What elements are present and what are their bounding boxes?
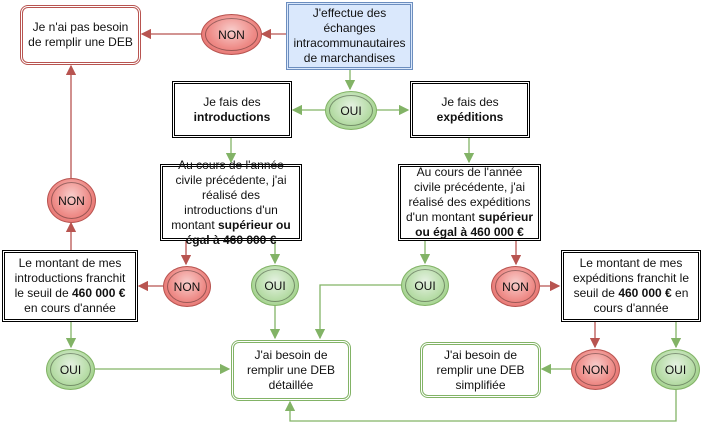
introductions-threshold-text: Le montant de mes introductions franchit…	[14, 256, 126, 315]
oui-introductions-threshold-oval: OUI	[46, 349, 95, 390]
expeditions-text: Je fais des expéditions	[436, 94, 504, 124]
non-label: NON	[218, 27, 245, 42]
oui-expeditions-threshold-oval: OUI	[651, 349, 700, 390]
no-deb-text: Je n'ai pas besoin de remplir une DEB	[28, 20, 133, 49]
introductions-box: Je fais des introductions	[172, 81, 292, 138]
non-label: NON	[58, 193, 85, 208]
start-box: J'effectue des échanges intracommunautai…	[286, 2, 413, 70]
non-introductions-threshold-oval: NON	[47, 178, 96, 223]
oui-label: OUI	[59, 362, 82, 377]
non-label: NON	[582, 362, 609, 377]
oui-label: OUI	[340, 103, 362, 118]
deb-detailed-box: J'ai besoin de remplir une DEB détaillée	[231, 340, 351, 401]
expeditions-question-box: Au cours de l'année civile précédente, j…	[398, 164, 541, 241]
expeditions-threshold-text: Le montant de mes expéditions franchit l…	[572, 256, 690, 315]
deb-simplified-box: J'ai besoin de remplir une DEB simplifié…	[420, 342, 541, 398]
non-introductions-oval: NON	[163, 266, 211, 307]
non-label: NON	[173, 279, 201, 294]
deb-detailed-text: J'ai besoin de remplir une DEB détaillée	[246, 348, 336, 392]
arrow-oui-to-deb-detailed-loop	[284, 389, 677, 422]
expeditions-box: Je fais des expéditions	[410, 81, 530, 138]
oui-expeditions-oval: OUI	[401, 265, 449, 306]
non-expeditions-oval: NON	[491, 266, 540, 307]
non-exchanges-oval: NON	[201, 14, 262, 55]
introductions-threshold-box: Le montant de mes introductions franchit…	[2, 250, 138, 322]
introductions-question-text: Au cours de l'année civile précédente, j…	[171, 157, 291, 247]
oui-introductions-oval: OUI	[251, 265, 299, 306]
introductions-text: Je fais des introductions	[193, 94, 271, 124]
oui-label: OUI	[664, 362, 687, 377]
introductions-question-box: Au cours de l'année civile précédente, j…	[160, 158, 302, 247]
deb-simplified-text: J'ai besoin de remplir une DEB simplifié…	[436, 347, 525, 392]
expeditions-threshold-box: Le montant de mes expéditions franchit l…	[561, 250, 701, 322]
oui-exchanges-oval: OUI	[325, 91, 377, 130]
arrow-oui-exp-to-deb-detailed	[314, 284, 401, 340]
start-text: J'effectue des échanges intracommunautai…	[293, 6, 406, 65]
expeditions-question-text: Au cours de l'année civile précédente, j…	[405, 165, 534, 239]
oui-label: OUI	[414, 278, 436, 293]
non-expeditions-threshold-oval: NON	[571, 349, 620, 390]
oui-label: OUI	[264, 278, 286, 293]
no-deb-box: Je n'ai pas besoin de remplir une DEB	[20, 5, 141, 65]
non-label: NON	[502, 279, 529, 294]
